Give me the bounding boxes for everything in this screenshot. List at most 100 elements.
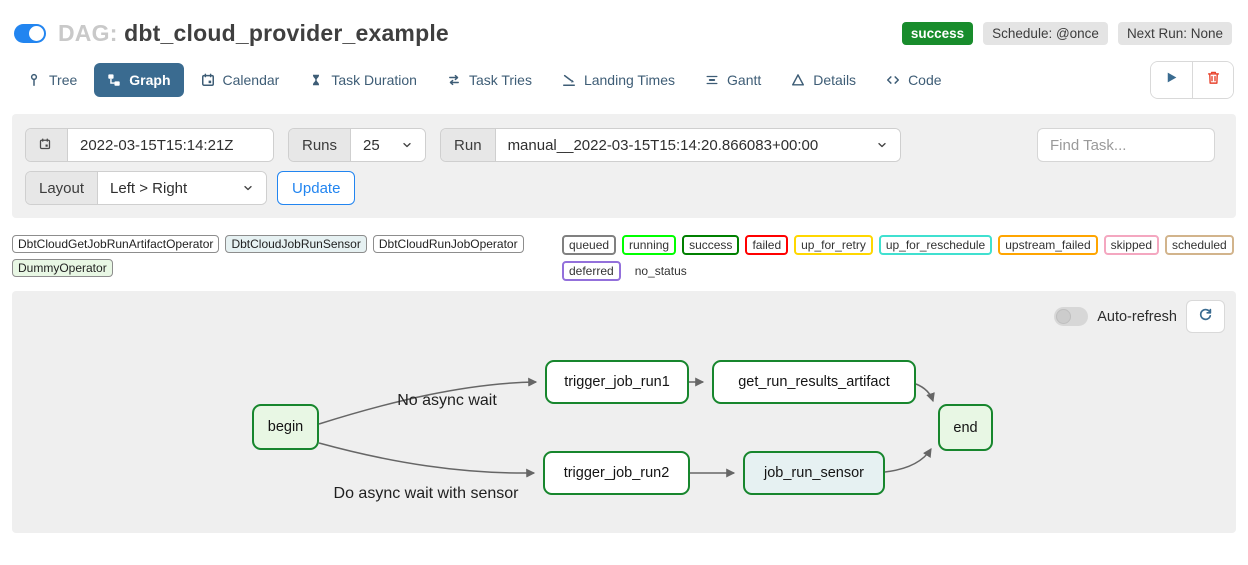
landing-times-icon	[562, 73, 576, 87]
gantt-icon	[705, 73, 719, 87]
legend-status-no-status: no_status	[634, 264, 687, 278]
legend-status-queued: queued	[562, 235, 617, 255]
operator-legend-row: DbtCloudGetJobRunArtifactOperator DbtClou…	[12, 235, 554, 253]
task-tries-icon	[447, 73, 461, 87]
legend-operator-dummyoperator: DummyOperator	[12, 259, 113, 277]
legend: DbtCloudGetJobRunArtifactOperator DbtClou…	[12, 235, 1236, 281]
layout-value: Left > Right	[110, 179, 188, 197]
toggle-knob	[29, 26, 44, 41]
task-duration-icon	[309, 73, 323, 87]
tab-task-tries[interactable]: Task Tries	[434, 63, 545, 97]
run-label: Run	[441, 129, 496, 161]
update-button[interactable]: Update	[277, 171, 356, 205]
legend-status-upstream-failed: upstream_failed	[998, 235, 1098, 255]
graph-node-begin[interactable]: begin	[252, 404, 319, 450]
legend-status-failed: failed	[745, 235, 789, 255]
filter-row-2: Layout Left > Right Update	[25, 171, 1223, 205]
graph-node-job-run-sensor[interactable]: job_run_sensor	[743, 451, 885, 495]
graph-panel: Auto-refresh begin trigger_job_run1 get_ru…	[12, 291, 1236, 533]
dag-pause-toggle[interactable]	[14, 24, 46, 43]
layout-label: Layout	[26, 172, 99, 204]
graph-icon	[107, 73, 121, 87]
delete-dag-button[interactable]	[1192, 62, 1233, 98]
schedule-badge: Schedule: @once	[983, 22, 1108, 45]
refresh-button[interactable]	[1186, 300, 1225, 333]
calendar-icon	[39, 137, 54, 153]
graph-node-trigger-job-run2[interactable]: trigger_job_run2	[543, 451, 690, 495]
calendar-icon	[201, 73, 215, 87]
dag-edge-begin-to-trigger-job-run2	[318, 442, 536, 478]
legend-operator-dbtcloudgetjobrunartifactoperator: DbtCloudGetJobRunArtifactOperator	[12, 235, 220, 253]
tree-icon	[27, 73, 41, 87]
base-date-group	[25, 128, 274, 162]
run-select[interactable]: manual__2022-03-15T15:14:20.866083+00:00	[495, 129, 900, 161]
dag-edge-job-run-sensor-to-end	[884, 447, 932, 473]
dag-prefix-label: DAG:	[58, 20, 118, 46]
operator-legend-row: DummyOperator	[12, 259, 554, 277]
tab-calendar[interactable]: Calendar	[188, 63, 293, 97]
base-date-input[interactable]	[68, 129, 273, 161]
graph-node-get-run-results-artifact[interactable]: get_run_results_artifact	[712, 360, 916, 404]
legend-status-deferred: deferred	[562, 261, 621, 281]
page-title: DAG: dbt_cloud_provider_example	[58, 20, 449, 47]
run-value: manual__2022-03-15T15:14:20.866083+00:00	[507, 136, 819, 154]
header-badges: success Schedule: @once Next Run: None	[901, 22, 1232, 45]
edge-label-no-async-wait: No async wait	[397, 392, 497, 409]
play-icon	[1164, 70, 1179, 90]
status-legend-row: deferred no_status	[562, 261, 1236, 281]
trash-icon	[1206, 70, 1221, 90]
layout-group: Layout Left > Right	[25, 171, 268, 205]
calendar-input-icon[interactable]	[26, 129, 68, 161]
legend-status-scheduled: scheduled	[1165, 235, 1234, 255]
legend-status-skipped: skipped	[1103, 235, 1159, 255]
operator-legend: DbtCloudGetJobRunArtifactOperator DbtClou…	[12, 235, 554, 277]
run-group: Run manual__2022-03-15T15:14:20.866083+0…	[440, 128, 901, 162]
legend-status-running: running	[622, 235, 677, 255]
legend-status-up-for-retry: up_for_retry	[794, 235, 873, 255]
tab-task-duration[interactable]: Task Duration	[296, 63, 430, 97]
dag-header: DAG: dbt_cloud_provider_example success …	[0, 0, 1248, 47]
legend-operator-dbtcloudrunjoboperator: DbtCloudRunJobOperator	[372, 235, 524, 253]
dag-name: dbt_cloud_provider_example	[124, 20, 449, 46]
find-task-input[interactable]	[1037, 128, 1215, 162]
dag-edge-get-run-results-artifact-to-trigger-job-run2-end	[915, 383, 935, 403]
dag-edges	[318, 377, 935, 478]
runs-select[interactable]: 25	[351, 129, 426, 161]
tab-details[interactable]: Details	[778, 63, 869, 97]
refresh-icon	[1198, 307, 1213, 327]
details-icon	[791, 73, 805, 87]
runs-label: Runs	[289, 129, 352, 161]
next-run-badge: Next Run: None	[1117, 22, 1232, 45]
tab-tree[interactable]: Tree	[14, 63, 90, 97]
auto-refresh-toggle[interactable]	[1054, 307, 1089, 326]
tab-graph[interactable]: Graph	[94, 63, 184, 97]
filter-row-1: Runs 25 Run manual__2022-03-15T15:14:20.…	[25, 128, 1223, 162]
tab-code[interactable]: Code	[873, 63, 954, 97]
tab-landing-times[interactable]: Landing Times	[549, 63, 688, 97]
legend-operator-dbtcloudjobrunsensor: DbtCloudJobRunSensor	[225, 235, 367, 253]
chevron-down-icon	[401, 139, 413, 151]
toggle-knob	[1056, 309, 1072, 324]
chevron-down-icon	[876, 139, 888, 151]
filter-panel: Runs 25 Run manual__2022-03-15T15:14:20.…	[12, 114, 1236, 218]
dag-action-buttons	[1150, 61, 1234, 99]
legend-status-success: success	[682, 235, 740, 255]
legend-status-up-for-reschedule: up_for_reschedule	[878, 235, 993, 255]
dag-edge-begin-to-trigger-job-run1	[318, 377, 538, 425]
graph-node-trigger-job-run1[interactable]: trigger_job_run1	[545, 360, 689, 404]
runs-value: 25	[363, 136, 380, 154]
graph-node-end[interactable]: end	[938, 404, 993, 451]
tab-gantt[interactable]: Gantt	[692, 63, 774, 97]
auto-refresh-label: Auto-refresh	[1097, 308, 1177, 325]
layout-select[interactable]: Left > Right	[98, 172, 267, 204]
view-tabs: Tree Graph Calendar Task Duration Task T…	[0, 47, 1248, 99]
status-badge: success	[901, 22, 974, 45]
code-icon	[886, 73, 900, 87]
auto-refresh-control: Auto-refresh	[1054, 300, 1225, 333]
chevron-down-icon	[242, 182, 254, 194]
edge-label-do-async-wait-with-sensor: Do async wait with sensor	[333, 485, 519, 502]
runs-group: Runs 25	[288, 128, 427, 162]
trigger-dag-button[interactable]	[1151, 62, 1192, 98]
